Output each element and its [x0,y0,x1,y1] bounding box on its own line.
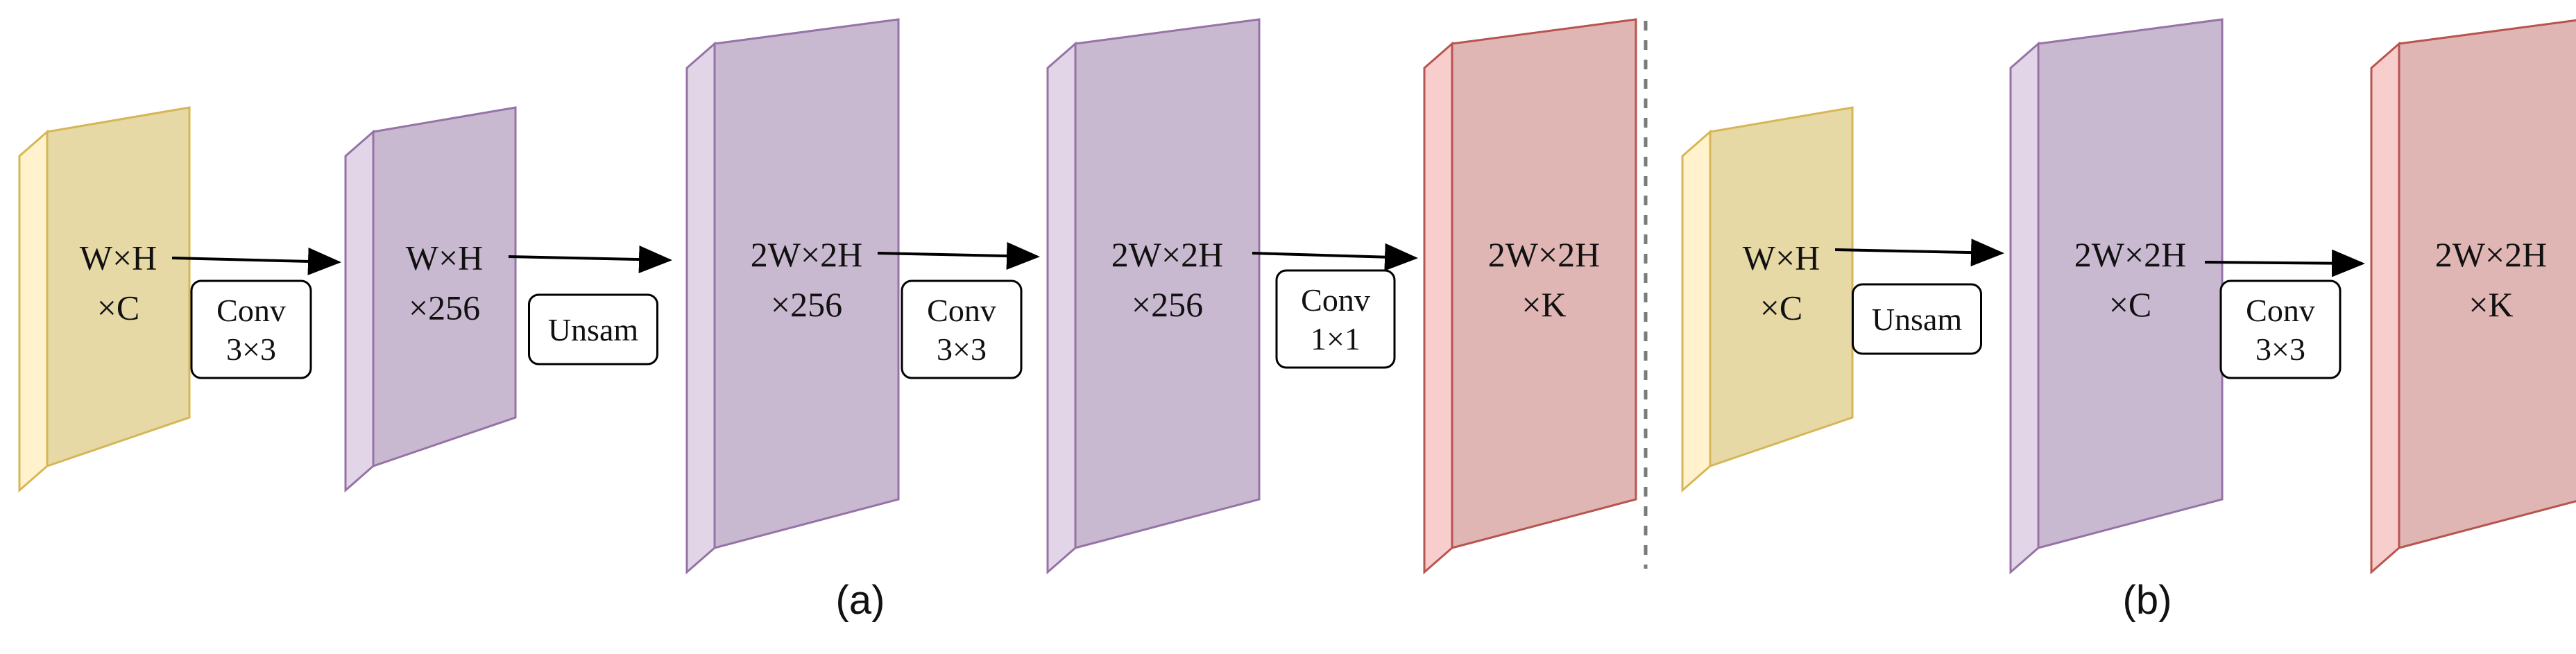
op-a-4-label-line-1: Conv [1301,282,1370,318]
block-b-1-side-face [1681,129,1712,493]
op-b-1-label-line-1: Unsam [1872,302,1963,337]
block-a-3-side-face [685,41,716,575]
op-a-2-label-line-1: Unsam [548,312,639,347]
block-a-4-label-line-1: 2W×2H [1111,235,1224,274]
block-a-2-label-line-2: ×256 [409,289,480,327]
block-b-3-label-line-1: 2W×2H [2435,235,2548,274]
block-a-1-front-face [46,106,191,468]
op-a-2-box [528,293,658,365]
op-a-3-label-line-1: Conv [927,293,996,328]
op-b-2-box [2219,279,2342,379]
block-a-4-side-face [1046,41,1077,575]
block-a-3-front-face [713,18,900,549]
block-a-4: 2W×2H ×256 [1046,18,1261,575]
op-b-2-label-line-1: Conv [2246,293,2315,328]
op-b-2-label-line-2: 3×3 [2255,332,2305,367]
op-a-2: Unsam [528,293,658,365]
op-a-1-box [190,279,312,379]
arrow-a-3 [877,242,1040,270]
block-b-2-label-line-1: 2W×2H [2074,235,2187,274]
block-b-2-front-face [2037,18,2224,549]
arrow-a-2 [508,246,672,274]
op-a-1: Conv 3×3 [190,279,312,379]
block-b-2-side-face [2009,41,2040,575]
arrow-b-2 [2204,249,2365,277]
block-a-5-label-line-1: 2W×2H [1488,235,1601,274]
op-b-1-box [1852,283,1982,355]
op-a-3: Conv 3×3 [901,279,1023,379]
block-a-2-label-line-1: W×H [406,239,484,277]
block-a-3-label-line-1: 2W×2H [751,235,863,274]
caption-a: (a) [836,578,885,623]
block-a-5: 2W×2H ×K [1423,18,1637,575]
op-a-1-label-line-2: 3×3 [226,332,276,367]
block-b-3-side-face [2370,41,2400,575]
op-a-4-label-line-2: 1×1 [1311,321,1360,356]
op-a-4-box [1275,269,1396,369]
block-a-3: 2W×2H ×256 [685,18,900,575]
block-a-3-label-line-2: ×256 [771,285,842,324]
block-b-1-front-face [1709,106,1854,468]
block-b-1-label-line-1: W×H [1743,239,1820,277]
op-b-2: Conv 3×3 [2219,279,2342,379]
block-a-1-side-face [18,129,49,493]
block-a-5-front-face [1451,18,1637,549]
block-a-4-label-line-2: ×256 [1132,285,1203,324]
block-a-2-front-face [372,106,517,468]
arrow-a-1 [171,247,341,275]
feature-map-blocks: W×H ×C W×H ×256 2W×2H ×256 2W×2H ×256 2W×2H ×K W×H… [18,18,2576,575]
block-b-2: 2W×2H ×C [2009,18,2224,575]
block-b-1: W×H ×C [1681,106,1854,493]
flow-arrows [171,239,2365,277]
block-a-5-label-line-2: ×K [1521,285,1566,324]
block-b-2-label-line-2: ×C [2109,285,2152,324]
block-b-3-label-line-2: ×K [2468,285,2513,324]
block-a-1-label-line-2: ×C [97,289,140,327]
block-a-4-front-face [1074,18,1261,549]
arrow-b-1 [1834,239,2004,267]
arrow-a-4 [1252,243,1418,271]
block-b-1-label-line-2: ×C [1760,289,1803,327]
block-a-2: W×H ×256 [344,106,517,493]
block-b-3: 2W×2H ×K [2370,19,2576,575]
op-a-3-box [901,279,1023,379]
block-a-5-side-face [1423,41,1453,575]
block-a-2-side-face [344,129,375,493]
op-a-1-label-line-1: Conv [216,293,286,328]
op-a-3-label-line-2: 3×3 [937,332,987,367]
op-b-1: Unsam [1852,283,1982,355]
block-b-3-front-face [2398,19,2576,549]
caption-b: (b) [2123,578,2172,623]
block-a-1: W×H ×C [18,106,191,493]
block-a-1-label-line-1: W×H [80,239,157,277]
